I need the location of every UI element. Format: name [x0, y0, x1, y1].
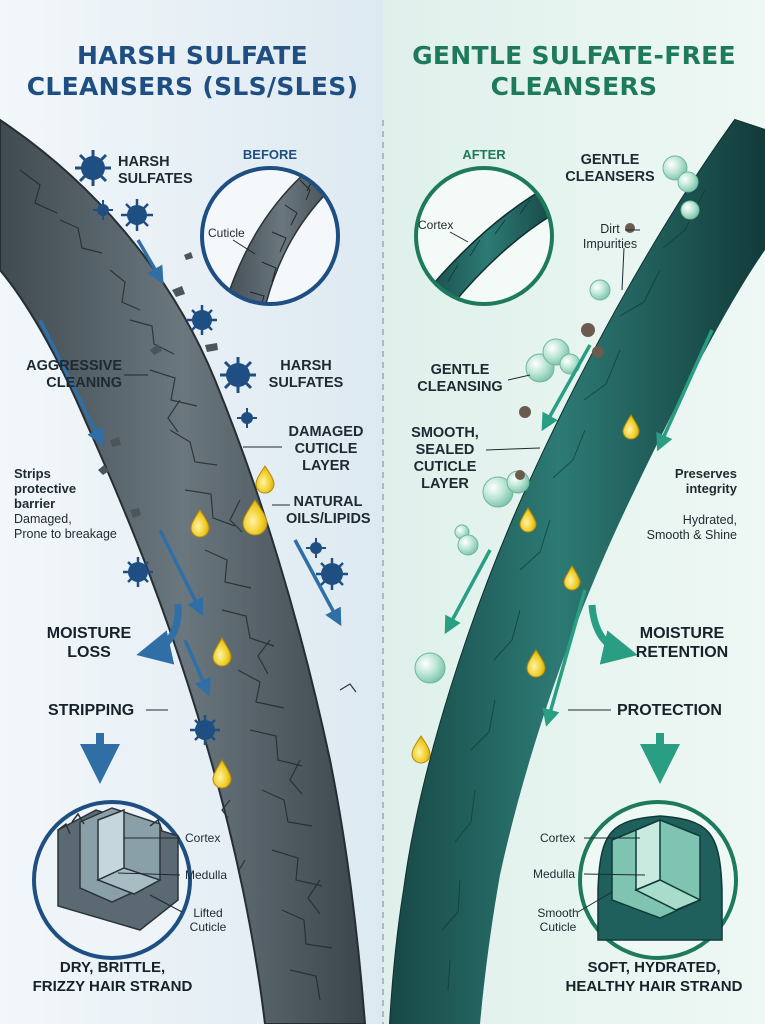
left-title-line2: CLEANSERS (SLS/SLES): [10, 71, 375, 102]
healthy-cortex-label: Cortex: [540, 831, 575, 845]
smooth-cuticle-label: Smooth Cuticle: [528, 906, 588, 934]
aggressive-line2: CLEANING: [6, 375, 122, 392]
hydrated-line2: Smooth & Shine: [630, 528, 737, 543]
damaged-line2: CUTICLE: [280, 441, 372, 458]
harsh-sulfates-2-line1: HARSH: [264, 358, 348, 375]
damaged-line1: DAMAGED: [280, 424, 372, 441]
harsh-sulfates-2-line2: SULFATES: [264, 375, 348, 392]
moisture-retention-line1: MOISTURE: [626, 624, 738, 643]
harsh-sulfates-1-line2: SULFATES: [118, 171, 193, 188]
dry-result-line2: FRIZZY HAIR STRAND: [10, 977, 215, 996]
natural-oils-label: NATURAL OILS/LIPIDS: [286, 494, 370, 528]
gentle-line1: GENTLE: [560, 152, 660, 169]
dry-medulla-label: Medulla: [185, 868, 227, 882]
damaged-cuticle-label: DAMAGED CUTICLE LAYER: [280, 424, 372, 475]
prone-breakage-label: Damaged, Prone to breakage: [14, 512, 117, 542]
lifted-cuticle-label: Lifted Cuticle: [178, 906, 238, 934]
left-title: HARSH SULFATE CLEANSERS (SLS/SLES): [10, 40, 375, 102]
damaged-note-line2: Prone to breakage: [14, 527, 117, 542]
lifted-line1: Lifted: [178, 906, 238, 920]
after-cortex-label: Cortex: [418, 218, 453, 232]
right-title-line1: GENTLE SULFATE-FREE: [390, 40, 758, 71]
hydrated-shine-label: Hydrated, Smooth & Shine: [630, 513, 737, 543]
before-tag: BEFORE: [232, 147, 308, 162]
healthy-medulla-label: Medulla: [533, 867, 575, 881]
smooth-line1: SMOOTH,: [402, 425, 488, 442]
before-cuticle-label: Cuticle: [208, 226, 245, 240]
strips-line1: Strips: [14, 466, 76, 481]
dry-result-line1: DRY, BRITTLE,: [10, 958, 215, 977]
dry-cross-section: [58, 808, 178, 930]
strips-line3: barrier: [14, 496, 76, 511]
gentle-line2: CLEANSERS: [560, 169, 660, 186]
healthy-cross-section: [598, 816, 722, 940]
healthy-result-label: SOFT, HYDRATED, HEALTHY HAIR STRAND: [548, 958, 760, 996]
gentle-cleansing-line1: GENTLE: [412, 362, 508, 379]
healthy-result-line1: SOFT, HYDRATED,: [548, 958, 760, 977]
aggressive-line1: AGGRESSIVE: [6, 358, 122, 375]
healthy-result-line2: HEALTHY HAIR STRAND: [548, 977, 760, 996]
smooth-cuticle-layer-label: SMOOTH, SEALED CUTICLE LAYER: [402, 425, 488, 493]
right-title: GENTLE SULFATE-FREE CLEANSERS: [390, 40, 758, 102]
dirt-impurities-label: Dirt Impurities: [570, 222, 650, 252]
after-tag: AFTER: [446, 147, 522, 162]
moisture-retention-label: MOISTURE RETENTION: [626, 624, 738, 662]
hydrated-line1: Hydrated,: [630, 513, 737, 528]
harsh-sulfates-label-2: HARSH SULFATES: [264, 358, 348, 392]
preserves-line2: integrity: [640, 481, 737, 496]
smooth-line3: CUTICLE: [402, 459, 488, 476]
harsh-sulfates-label-1: HARSH SULFATES: [118, 154, 193, 188]
left-title-line1: HARSH SULFATE: [10, 40, 375, 71]
moisture-loss-line1: MOISTURE: [30, 624, 148, 643]
right-title-line2: CLEANSERS: [390, 71, 758, 102]
oils-line1: NATURAL: [286, 494, 370, 511]
damaged-line3: LAYER: [280, 458, 372, 475]
gentle-cleansing-label: GENTLE CLEANSING: [412, 362, 508, 396]
protection-label: PROTECTION: [617, 701, 722, 720]
preserves-line1: Preserves: [640, 466, 737, 481]
smooth-line4: LAYER: [402, 476, 488, 493]
smooth-line2: SEALED: [402, 442, 488, 459]
dry-result-label: DRY, BRITTLE, FRIZZY HAIR STRAND: [10, 958, 215, 996]
aggressive-cleaning-label: AGGRESSIVE CLEANING: [6, 358, 122, 392]
dirt-line1: Dirt: [570, 222, 650, 237]
moisture-loss-label: MOISTURE LOSS: [30, 624, 148, 662]
smooth-cuticle-line1: Smooth: [528, 906, 588, 920]
stripping-label: STRIPPING: [48, 701, 134, 720]
moisture-loss-line2: LOSS: [30, 643, 148, 662]
gentle-cleansers-label: GENTLE CLEANSERS: [560, 152, 660, 186]
smooth-cuticle-line2: Cuticle: [528, 920, 588, 934]
gentle-cleansing-line2: CLEANSING: [412, 379, 508, 396]
strips-barrier-label: Strips protective barrier: [14, 466, 76, 511]
oils-line2: OILS/LIPIDS: [286, 511, 370, 528]
strips-line2: protective: [14, 481, 76, 496]
lifted-line2: Cuticle: [178, 920, 238, 934]
preserves-integrity-label: Preserves integrity: [640, 466, 737, 496]
dirt-line2: Impurities: [570, 237, 650, 252]
harsh-sulfates-1-line1: HARSH: [118, 154, 193, 171]
moisture-retention-line2: RETENTION: [626, 643, 738, 662]
damaged-note-line1: Damaged,: [14, 512, 117, 527]
dry-cortex-label: Cortex: [185, 831, 220, 845]
